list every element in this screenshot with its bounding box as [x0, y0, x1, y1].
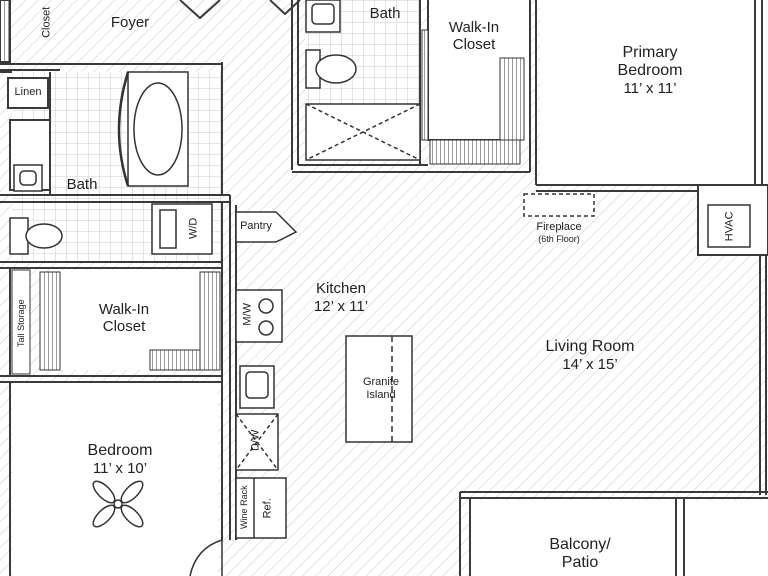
wine-rack-label: Wine Rack [238, 485, 249, 529]
granite-island-shape [345, 335, 413, 443]
pantry-door [235, 211, 298, 243]
kitchen-size: 12’ x 11’ [313, 298, 369, 315]
tall-storage-label: Tall Storage [15, 299, 26, 347]
balcony-label: Balcony/ Patio [549, 536, 611, 572]
fireplace-shape [523, 193, 595, 217]
washer-dryer [151, 203, 213, 255]
bath-left-label: Bath [66, 176, 98, 193]
tall-storage-cabinet [11, 269, 31, 375]
primary-bedroom-label: Primary Bedroom [617, 44, 683, 80]
bedroom-floor [12, 382, 218, 576]
bath-left-fixtures [9, 164, 63, 255]
living-room-label: Living Room [545, 338, 635, 355]
fireplace-note: (6th Floor) [538, 234, 580, 244]
bedroom-size: 11’ x 10’ [92, 460, 148, 477]
walkin-top-label: Walk-In Closet [448, 19, 500, 54]
kitchen-label: Kitchen [315, 280, 367, 297]
walkin-left-label: Walk-In Closet [98, 301, 150, 336]
bedroom-door-arc [189, 539, 223, 576]
pantry-label: Pantry [240, 220, 272, 232]
wd-label: W/D [187, 217, 200, 240]
balcony-floor [470, 500, 768, 576]
fireplace-label: Fireplace [536, 221, 582, 233]
bath-top-label: Bath [369, 5, 401, 22]
linen-label: Linen [14, 86, 42, 98]
primary-bedroom-size: 11’ x 11’ [623, 80, 677, 97]
closet-top-label: Closet [40, 6, 53, 38]
dw-label: D/W [249, 429, 262, 452]
ceiling-fan-icon [92, 480, 144, 528]
bedroom-label: Bedroom [87, 442, 153, 459]
hvac-unit [707, 204, 751, 248]
bathtub [117, 71, 189, 187]
hvac-label: HVAC [723, 211, 736, 242]
bath-top-fixtures [305, 0, 421, 161]
living-room-size: 14’ x 15’ [562, 356, 618, 373]
walkin-shelving [39, 29, 525, 371]
primary-bedroom-floor [540, 0, 768, 185]
mw-label: M/W [241, 303, 254, 326]
ref-label: Ref. [261, 498, 274, 519]
kitchen-counter [235, 289, 287, 539]
granite-island-label: Granite Island [362, 376, 400, 401]
foyer-label: Foyer [110, 14, 150, 31]
